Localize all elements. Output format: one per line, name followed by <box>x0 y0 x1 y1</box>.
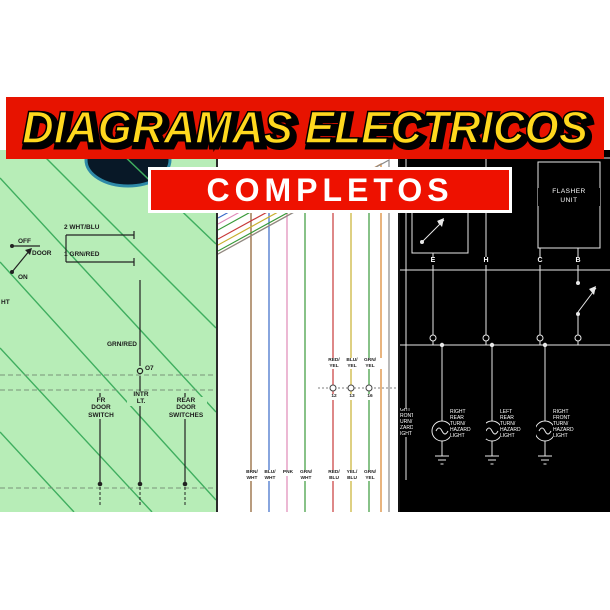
switch-on-label: ON <box>18 274 28 281</box>
connector-o7-label: O7 <box>145 365 154 372</box>
fr-door-label: FR DOOR SWITCH <box>84 397 118 419</box>
wire-color-label: GRN/ YEL <box>360 470 380 482</box>
wire-color-label: BLU/ YEL <box>340 358 364 370</box>
switch-off-label: OFF <box>18 238 31 245</box>
title-text: DIAGRAMAS ELECTRICOS <box>22 102 588 153</box>
subtitle-text: COMPLETOS <box>206 171 454 208</box>
terminal-c-label: C <box>535 257 545 266</box>
pin-number: 12 <box>326 394 342 400</box>
wire2-label: 2 WHT/BLU <box>64 224 100 231</box>
terminal-h-label: H <box>481 257 491 266</box>
rear-door-label: REAR DOOR SWITCHES <box>165 397 207 419</box>
pin-number: 16 <box>362 394 378 400</box>
lamp-label-right-rear: RIGHT REAR TURN/ HAZARD LIGHT <box>450 409 486 440</box>
lamp-label-left-rear: LEFT REAR TURN/ HAZARD LIGHT <box>500 409 536 440</box>
terminal-e-label: E <box>428 257 438 266</box>
terminal-b-label: B <box>573 257 583 266</box>
wire-color-label: RED/ YEL <box>322 358 346 370</box>
pin-number: 13 <box>344 394 360 400</box>
edge-fragment-label: HT <box>1 299 10 306</box>
switch-door-label: DOOR <box>32 250 52 257</box>
wire-color-label: BLU/ WHT <box>260 470 280 482</box>
wire-color-label: BRN/ WHT <box>242 470 262 482</box>
title-svg: DIAGRAMAS ELECTRICOS DIAGRAMAS ELECTRICO… <box>21 101 594 159</box>
wire-color-label: RED/ BLU <box>324 470 344 482</box>
wire1-label: 1 GRN/RED <box>64 251 100 258</box>
title-banner: DIAGRAMAS ELECTRICOS DIAGRAMAS ELECTRICO… <box>6 97 604 159</box>
wire-color-label: GRN/ YEL <box>358 358 382 370</box>
title-text-shadow: DIAGRAMAS ELECTRICOS <box>25 105 591 156</box>
intr-lt-label: INTR LT. <box>127 391 155 406</box>
edge-fragment-label: GHT RONT URN/ ZARD IGHT <box>400 408 413 438</box>
wire-color-label: GRN/ WHT <box>296 470 316 482</box>
center-wire-label: GRN/RED <box>106 341 138 349</box>
flasher-unit-label: FLASHER UNIT <box>538 188 600 206</box>
lamp-label-right-front: RIGHT FRONT TURN/ HAZARD LIGHT <box>553 409 589 440</box>
subtitle-banner: COMPLETOS <box>148 167 512 213</box>
wire-color-label: PNK <box>278 470 298 476</box>
wire-color-label: YEL/ BLU <box>342 470 362 482</box>
